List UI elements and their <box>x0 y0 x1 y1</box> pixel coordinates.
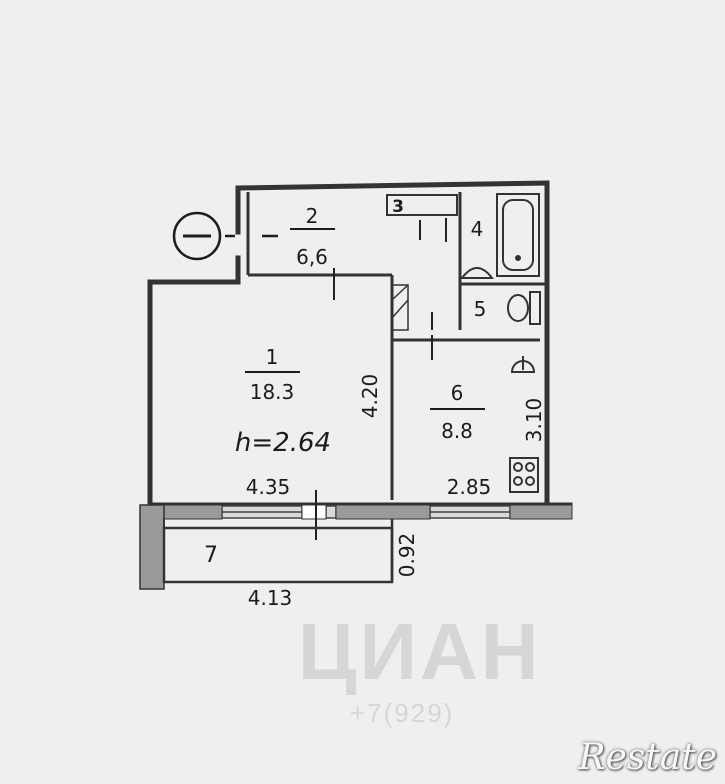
toilet-icon <box>507 291 541 325</box>
door-markers <box>333 218 447 360</box>
room-4-number: 4 <box>471 217 484 241</box>
entrance-marker-icon <box>172 211 278 261</box>
gas-meter-icon <box>510 356 536 373</box>
bathtub-icon <box>496 193 540 277</box>
room-3-box <box>386 194 458 216</box>
window-frames <box>149 504 573 520</box>
room-2-number: 2 <box>306 204 319 228</box>
sink-icon <box>459 267 495 279</box>
room-7-width: 4.13 <box>248 586 293 610</box>
fraction-bars <box>245 228 485 410</box>
room-1-height: h=2.64 <box>235 428 331 458</box>
partition-hatch <box>391 284 409 331</box>
room-7-depth: 0.92 <box>395 533 419 578</box>
room-7-number: 7 <box>204 543 218 568</box>
balcony <box>139 504 394 590</box>
room-1-area: 18.3 <box>250 380 295 404</box>
watermark-phone: +7(929) <box>350 698 455 728</box>
inner-walls <box>246 192 545 500</box>
room-6-depth: 3.10 <box>522 398 546 443</box>
room-5-number: 5 <box>474 297 487 321</box>
room-6-area: 8.8 <box>441 419 473 443</box>
stove-icon <box>509 457 539 493</box>
watermark-brand: ЦИАН <box>298 607 542 696</box>
room-6-number: 6 <box>451 381 464 405</box>
room-3-number: 3 <box>392 197 404 217</box>
walls <box>147 180 573 508</box>
room-6-width: 2.85 <box>447 475 492 499</box>
room-1-width: 4.35 <box>246 475 291 499</box>
room-1-depth: 4.20 <box>358 374 382 419</box>
room-1-number: 1 <box>266 345 279 369</box>
room-2-area: 6,6 <box>296 245 328 269</box>
restate-logo: Restate <box>578 737 717 778</box>
